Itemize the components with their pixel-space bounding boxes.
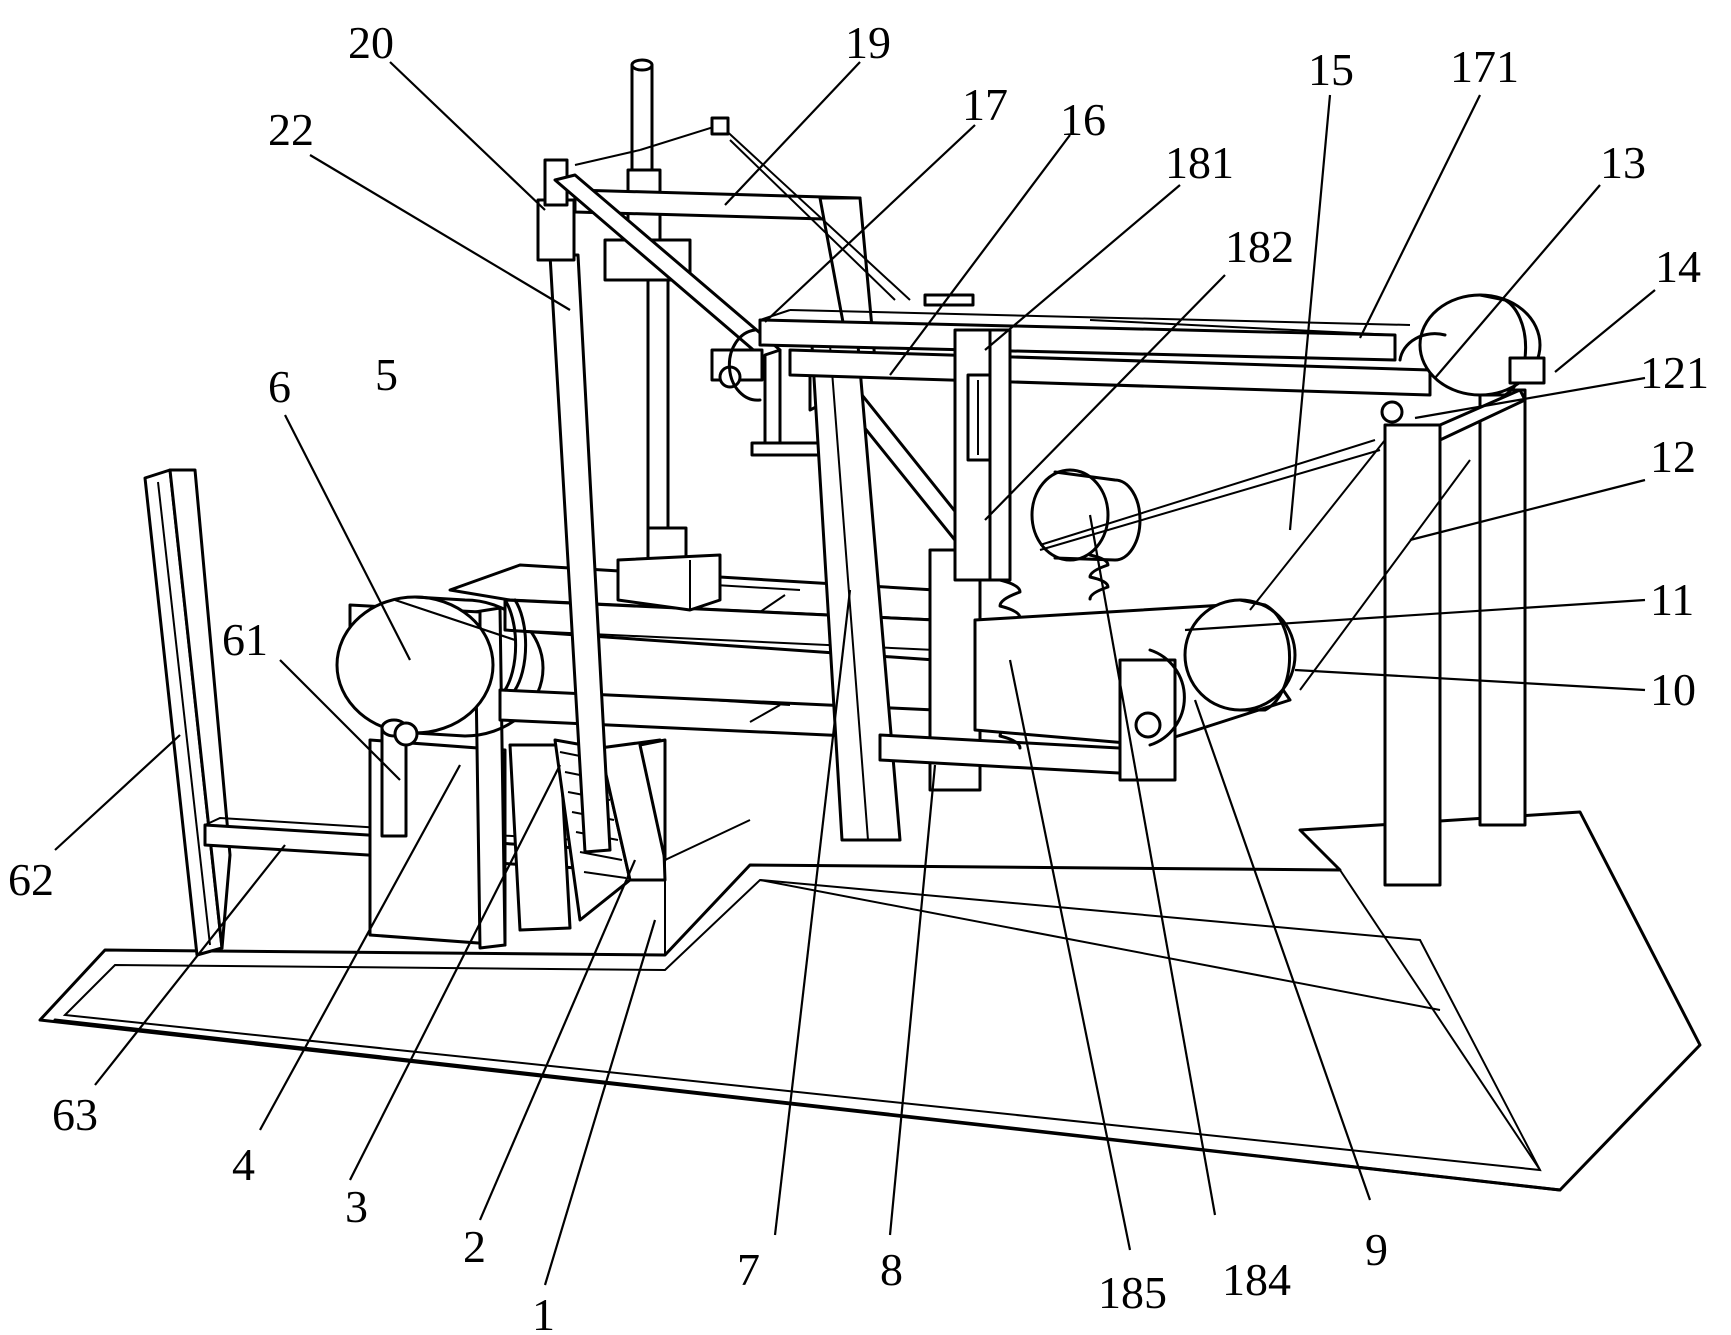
label-14: 14: [1655, 241, 1701, 292]
label-4: 4: [232, 1139, 255, 1190]
label-10: 10: [1650, 664, 1696, 715]
label-182: 182: [1225, 221, 1294, 272]
base-platform: [38, 810, 1702, 1192]
top-frame-19: [573, 116, 911, 362]
label-185: 185: [1098, 1267, 1167, 1318]
right-posts: [1249, 388, 1527, 887]
label-121: 121: [1640, 347, 1709, 398]
upper-roller: [1030, 439, 1381, 562]
label-8: 8: [880, 1244, 903, 1295]
label-1: 1: [532, 1289, 555, 1335]
label-12: 12: [1650, 431, 1696, 482]
left-mounting-block: [348, 603, 507, 950]
label-15: 15: [1308, 44, 1354, 95]
label-181: 181: [1165, 137, 1234, 188]
label-184: 184: [1222, 1254, 1291, 1305]
label-6: 6: [268, 361, 291, 412]
label-22: 22: [268, 104, 314, 155]
leader-lines: [54, 61, 1656, 1286]
tall-post-22: [536, 158, 612, 854]
label-13: 13: [1600, 137, 1646, 188]
label-19: 19: [845, 17, 891, 68]
label-5: 5: [375, 349, 398, 400]
label-16: 16: [1060, 94, 1106, 145]
label-171: 171: [1450, 41, 1519, 92]
label-62: 62: [8, 854, 54, 905]
label-9: 9: [1365, 1224, 1388, 1275]
part-labels: 1 2 3 4 5 6 7 8 9 10 11 12 13 14 15 16 1…: [8, 17, 1709, 1335]
slide-support-8: [878, 548, 1157, 792]
label-61: 61: [222, 614, 268, 665]
label-20: 20: [348, 17, 394, 68]
label-17: 17: [962, 79, 1008, 130]
label-63: 63: [52, 1089, 98, 1140]
right-drum: [1380, 293, 1546, 424]
label-2: 2: [463, 1221, 486, 1272]
left-drum: [335, 595, 545, 738]
left-scale-post: [143, 468, 232, 957]
centre-column: [616, 58, 722, 612]
shaft-61: [380, 718, 419, 838]
slider-block: [953, 328, 1012, 582]
label-3: 3: [345, 1181, 368, 1232]
upper-rail: [710, 293, 1432, 402]
label-7: 7: [737, 1244, 760, 1295]
lower-conveyor: [973, 598, 1297, 782]
label-11: 11: [1650, 574, 1694, 625]
